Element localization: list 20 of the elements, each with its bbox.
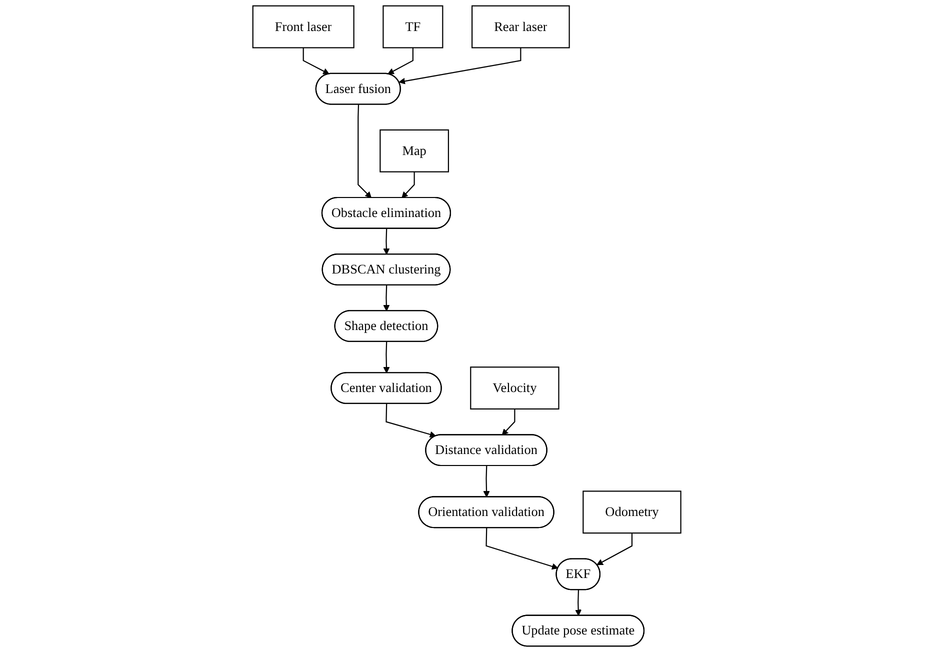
- arrow: [486, 528, 558, 570]
- arrow: [383, 285, 390, 312]
- arrow: [483, 466, 490, 498]
- arrow: [575, 590, 582, 616]
- arrow: [383, 342, 390, 374]
- node-box: Rear laser: [472, 5, 570, 48]
- arrow: [302, 48, 330, 74]
- arrow: [386, 404, 436, 438]
- arrow: [502, 408, 516, 436]
- node-box: TF: [382, 5, 444, 48]
- node-box: Velocity: [470, 366, 560, 410]
- node-box: Front laser: [252, 5, 355, 48]
- node-box: Map: [380, 129, 450, 172]
- arrow: [596, 533, 633, 566]
- arrow: [358, 104, 372, 198]
- arrow: [402, 172, 415, 198]
- node-box: Odometry: [582, 490, 682, 534]
- arrow: [398, 48, 522, 84]
- arrow: [388, 48, 414, 74]
- arrow: [383, 228, 390, 255]
